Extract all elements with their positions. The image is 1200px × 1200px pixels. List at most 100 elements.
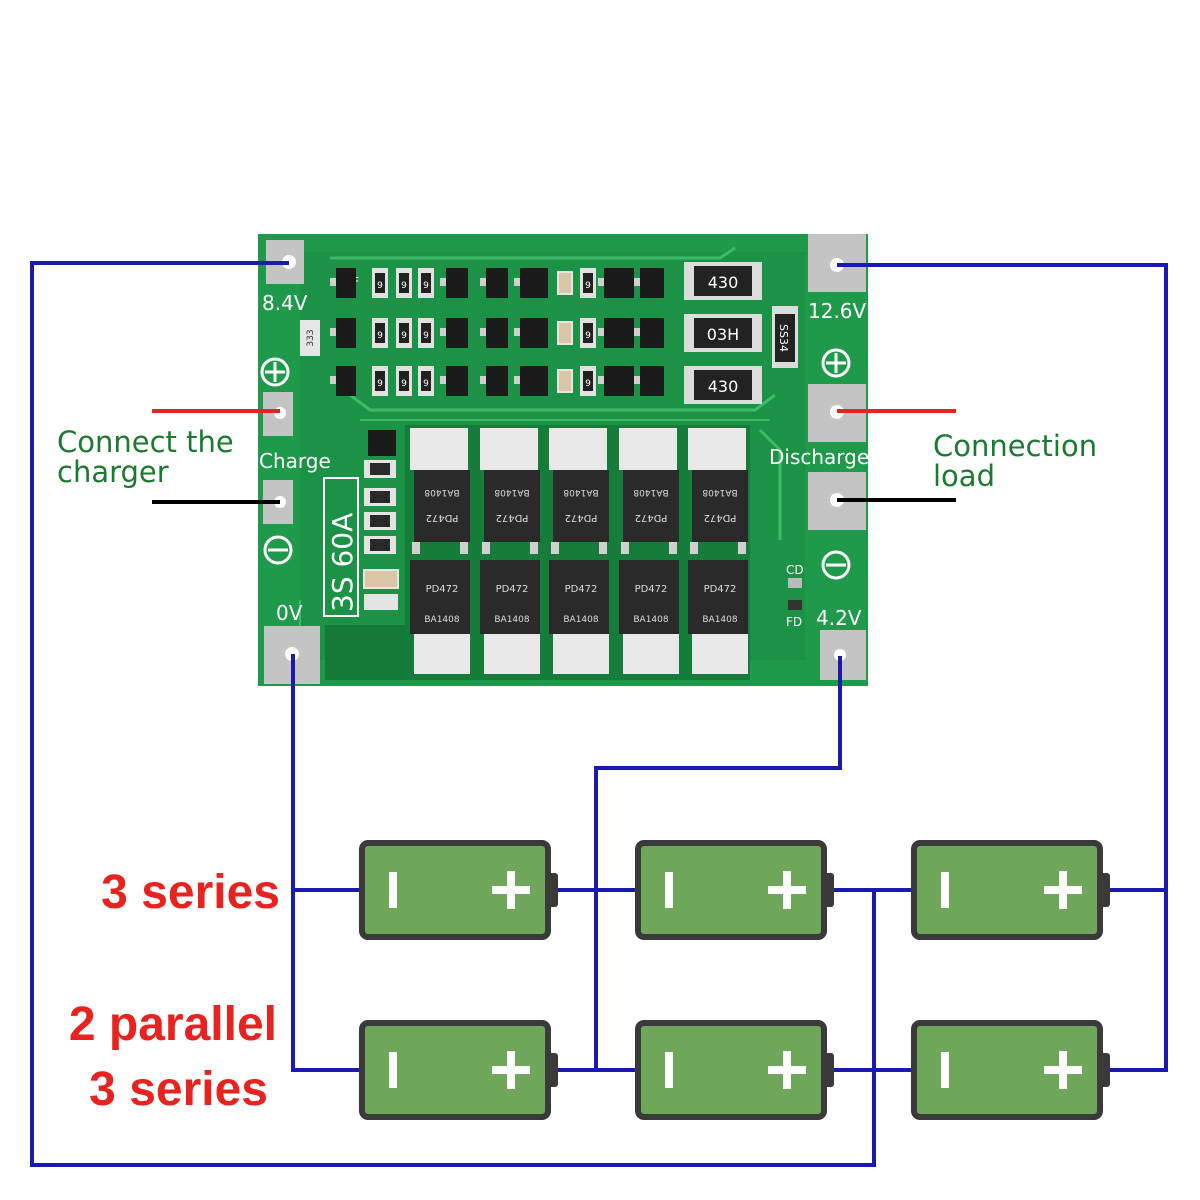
svg-text:BA1408: BA1408 <box>702 487 738 497</box>
svg-text:9: 9 <box>423 379 429 389</box>
battery-positive-symbol <box>1044 1051 1082 1089</box>
marking-cd: CD <box>786 563 804 577</box>
wire-0v <box>291 654 362 1072</box>
smd-resistor: 9 <box>372 318 388 348</box>
pad-label-0v: 0V <box>276 601 303 625</box>
smd-resistor: 9 <box>580 318 596 348</box>
battery-negative-symbol <box>941 872 949 908</box>
svg-text:PD472: PD472 <box>565 584 598 595</box>
model-marking-frame <box>323 477 359 617</box>
battery-negative-symbol <box>941 1052 949 1088</box>
smd-ic-lead <box>330 328 336 336</box>
battery-negative-symbol <box>665 872 673 908</box>
load-label-line1: Connection <box>933 429 1097 463</box>
smd-capacitor <box>364 594 398 610</box>
svg-text:PD472: PD472 <box>704 584 737 595</box>
smd-resistor: 9 <box>396 318 412 348</box>
smd-ic-lead <box>514 328 520 336</box>
smd-ic <box>446 366 468 396</box>
battery-negative-symbol <box>389 872 397 908</box>
smd-ic <box>486 366 508 396</box>
charger-label-line1: Connect the <box>57 425 234 459</box>
svg-text:BA1408: BA1408 <box>424 487 460 497</box>
smd-capacitor <box>557 271 573 295</box>
battery-body <box>635 1020 827 1120</box>
smd-capacitor-body <box>370 539 390 551</box>
battery-cell <box>635 840 834 940</box>
svg-text:9: 9 <box>401 379 407 389</box>
svg-text:9: 9 <box>401 331 407 341</box>
smd-resistor: 9 <box>396 366 412 396</box>
smd-ic <box>604 318 634 348</box>
bms-board: 8.4V 12.6V 0V 4.2V Charge Discharge 3S 6… <box>258 234 869 686</box>
smd-ic-lead <box>440 328 446 336</box>
smd-ic <box>336 366 356 396</box>
smd-ic <box>486 268 508 298</box>
svg-text:9: 9 <box>377 331 383 341</box>
svg-text:BA1408: BA1408 <box>702 615 738 625</box>
svg-text:333: 333 <box>306 329 316 346</box>
smd-ic <box>486 318 508 348</box>
smd-ic <box>336 318 356 348</box>
svg-text:9: 9 <box>585 331 591 341</box>
smd-capacitor <box>557 321 573 345</box>
smd-ic <box>640 318 664 348</box>
mosfet-array: BA1408PD472PD472BA1408BA1408PD472PD472BA… <box>405 425 750 680</box>
power-resistor-3: 430 <box>684 366 762 404</box>
smd-resistor: 9 <box>580 268 596 298</box>
smd-ic <box>520 366 548 396</box>
svg-text:PD472: PD472 <box>635 584 668 595</box>
model-marking: 3S 60A <box>326 513 359 612</box>
smd-capacitor-body <box>370 491 390 503</box>
smd-ic <box>336 268 356 298</box>
pcb-via-field <box>325 625 405 680</box>
smd-ic <box>604 268 634 298</box>
smd-resistor: 9 <box>418 268 434 298</box>
pad-label-8-4v: 8.4V <box>262 291 308 315</box>
parallel-label-line2: 3 series <box>89 1063 268 1116</box>
battery-cell <box>635 1020 834 1120</box>
svg-text:PD472: PD472 <box>426 512 459 523</box>
smd-ic-lead <box>440 376 446 384</box>
svg-text:9: 9 <box>423 331 429 341</box>
parallel-label-line1: 2 parallel <box>69 998 277 1051</box>
minus-symbol-left <box>263 535 293 565</box>
battery-body <box>359 840 551 940</box>
svg-text:BA1408: BA1408 <box>424 615 460 625</box>
smd-code-333: 333 <box>300 320 320 356</box>
battery-body <box>359 1020 551 1120</box>
smd-ic <box>604 366 634 396</box>
battery-positive-symbol <box>1044 871 1082 909</box>
svg-text:PD472: PD472 <box>565 512 598 523</box>
pad-label-12-6v: 12.6V <box>808 299 867 323</box>
pcb-trace <box>758 428 782 540</box>
svg-text:BA1408: BA1408 <box>633 615 669 625</box>
svg-text:PD472: PD472 <box>496 584 529 595</box>
svg-text:SS34: SS34 <box>777 324 790 352</box>
smd-transistor <box>368 430 396 456</box>
smd-ic-lead <box>514 278 520 286</box>
smd-resistor: 9 <box>396 268 412 298</box>
smd-ic-lead <box>598 328 604 336</box>
battery-cell <box>359 1020 558 1120</box>
left-capacitor-column <box>363 430 399 610</box>
svg-text:BA1408: BA1408 <box>633 487 669 497</box>
battery-positive-symbol <box>768 1051 806 1089</box>
power-resistor-2: 03H <box>684 314 762 352</box>
smd-resistor: 9 <box>372 268 388 298</box>
smd-ic-lead <box>330 376 336 384</box>
power-resistor-1: 430 <box>684 262 762 300</box>
smd-ic-lead <box>634 278 640 286</box>
schottky-diode: SS34 <box>772 306 798 368</box>
smd-ic-lead <box>514 376 520 384</box>
battery-pack <box>359 840 1110 1120</box>
svg-text:PD472: PD472 <box>496 512 529 523</box>
smd-ic-lead <box>440 278 446 286</box>
svg-text:PD472: PD472 <box>635 512 668 523</box>
smd-ic-lead <box>480 278 486 286</box>
